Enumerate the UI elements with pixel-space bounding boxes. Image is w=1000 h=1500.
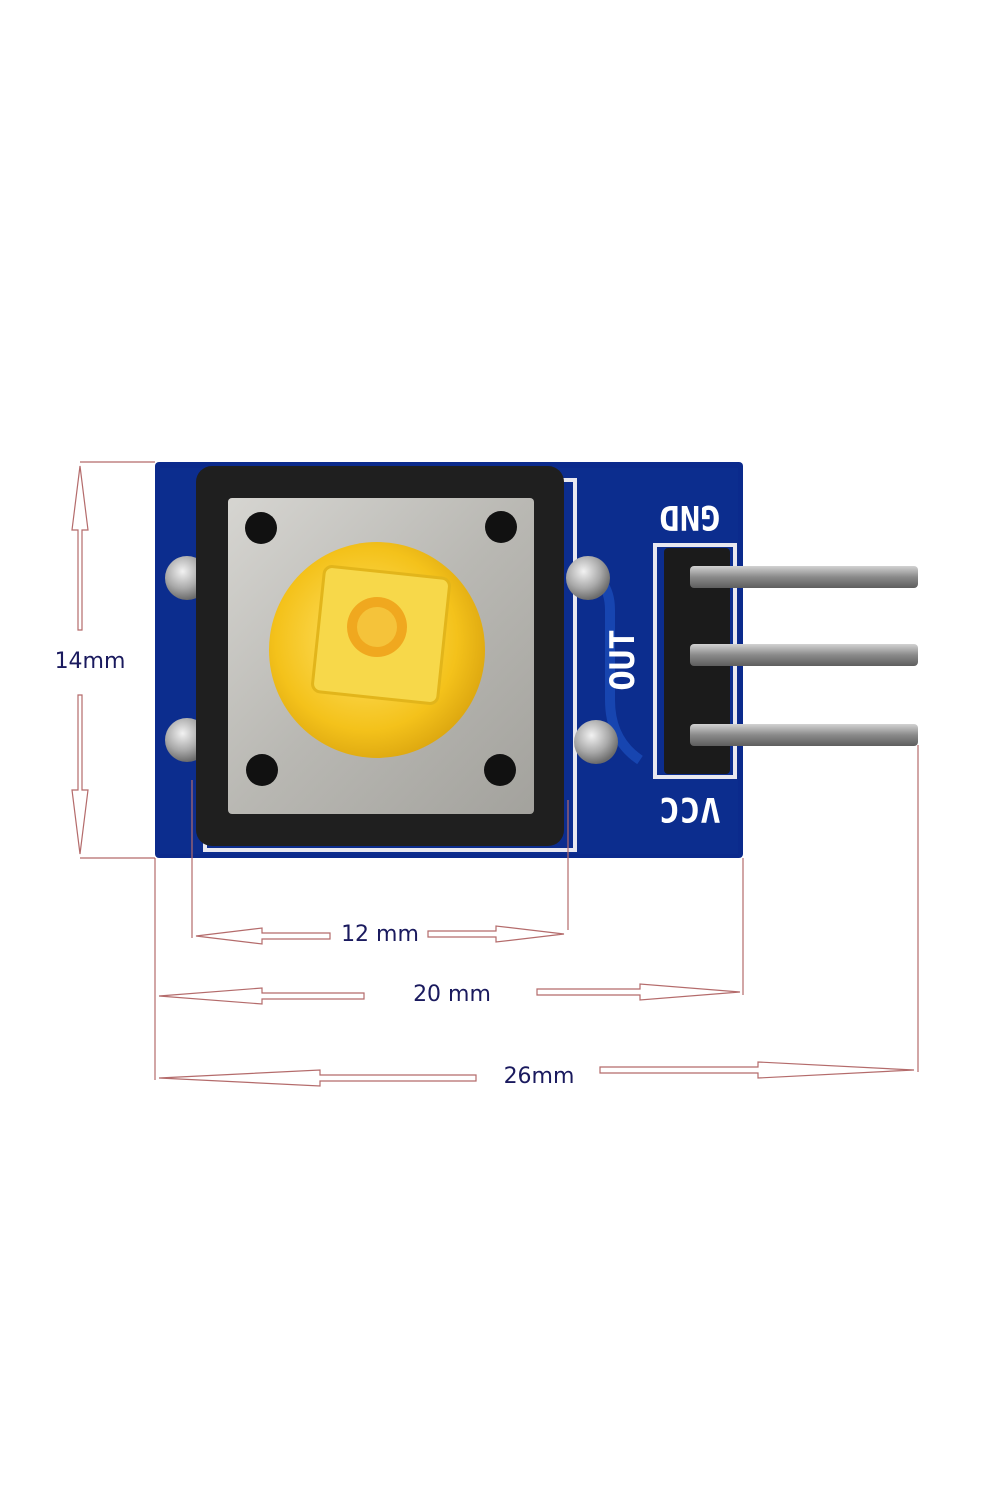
pin-gnd [690,566,918,588]
silkscreen-gnd-label: GND [659,497,720,537]
solder-pad-bottom-right [574,720,618,764]
plate-rivet-top-right [485,511,517,543]
button-width-arrow-left [195,927,331,945]
height-label: 14mm [55,649,126,674]
height-arrow-down [71,694,89,855]
height-arrow-up [71,465,89,631]
dimension-annotations [71,461,919,1087]
plate-rivet-top-left [245,512,277,544]
button-width-arrow-right [427,925,565,943]
total-width-arrow-left [158,1069,477,1087]
total-width-arrow-right [599,1061,915,1079]
total-width-label: 26mm [504,1064,575,1089]
plate-rivet-bottom-left [246,754,278,786]
board-width-arrow-right [536,983,741,1001]
silkscreen-out-label: OUT [603,629,643,690]
silkscreen-vcc-label: VCC [659,789,720,829]
board-width-arrow-left [158,987,365,1005]
tactile-switch [196,466,564,846]
solder-pad-top-right [566,556,610,600]
board-width-label: 20 mm [413,982,491,1007]
button-width-label: 12 mm [341,922,419,947]
button-stem-hole-inner [357,607,397,647]
pin-header [664,548,918,774]
pin-vcc [690,724,918,746]
plate-rivet-bottom-right [484,754,516,786]
pin-out [690,644,918,666]
